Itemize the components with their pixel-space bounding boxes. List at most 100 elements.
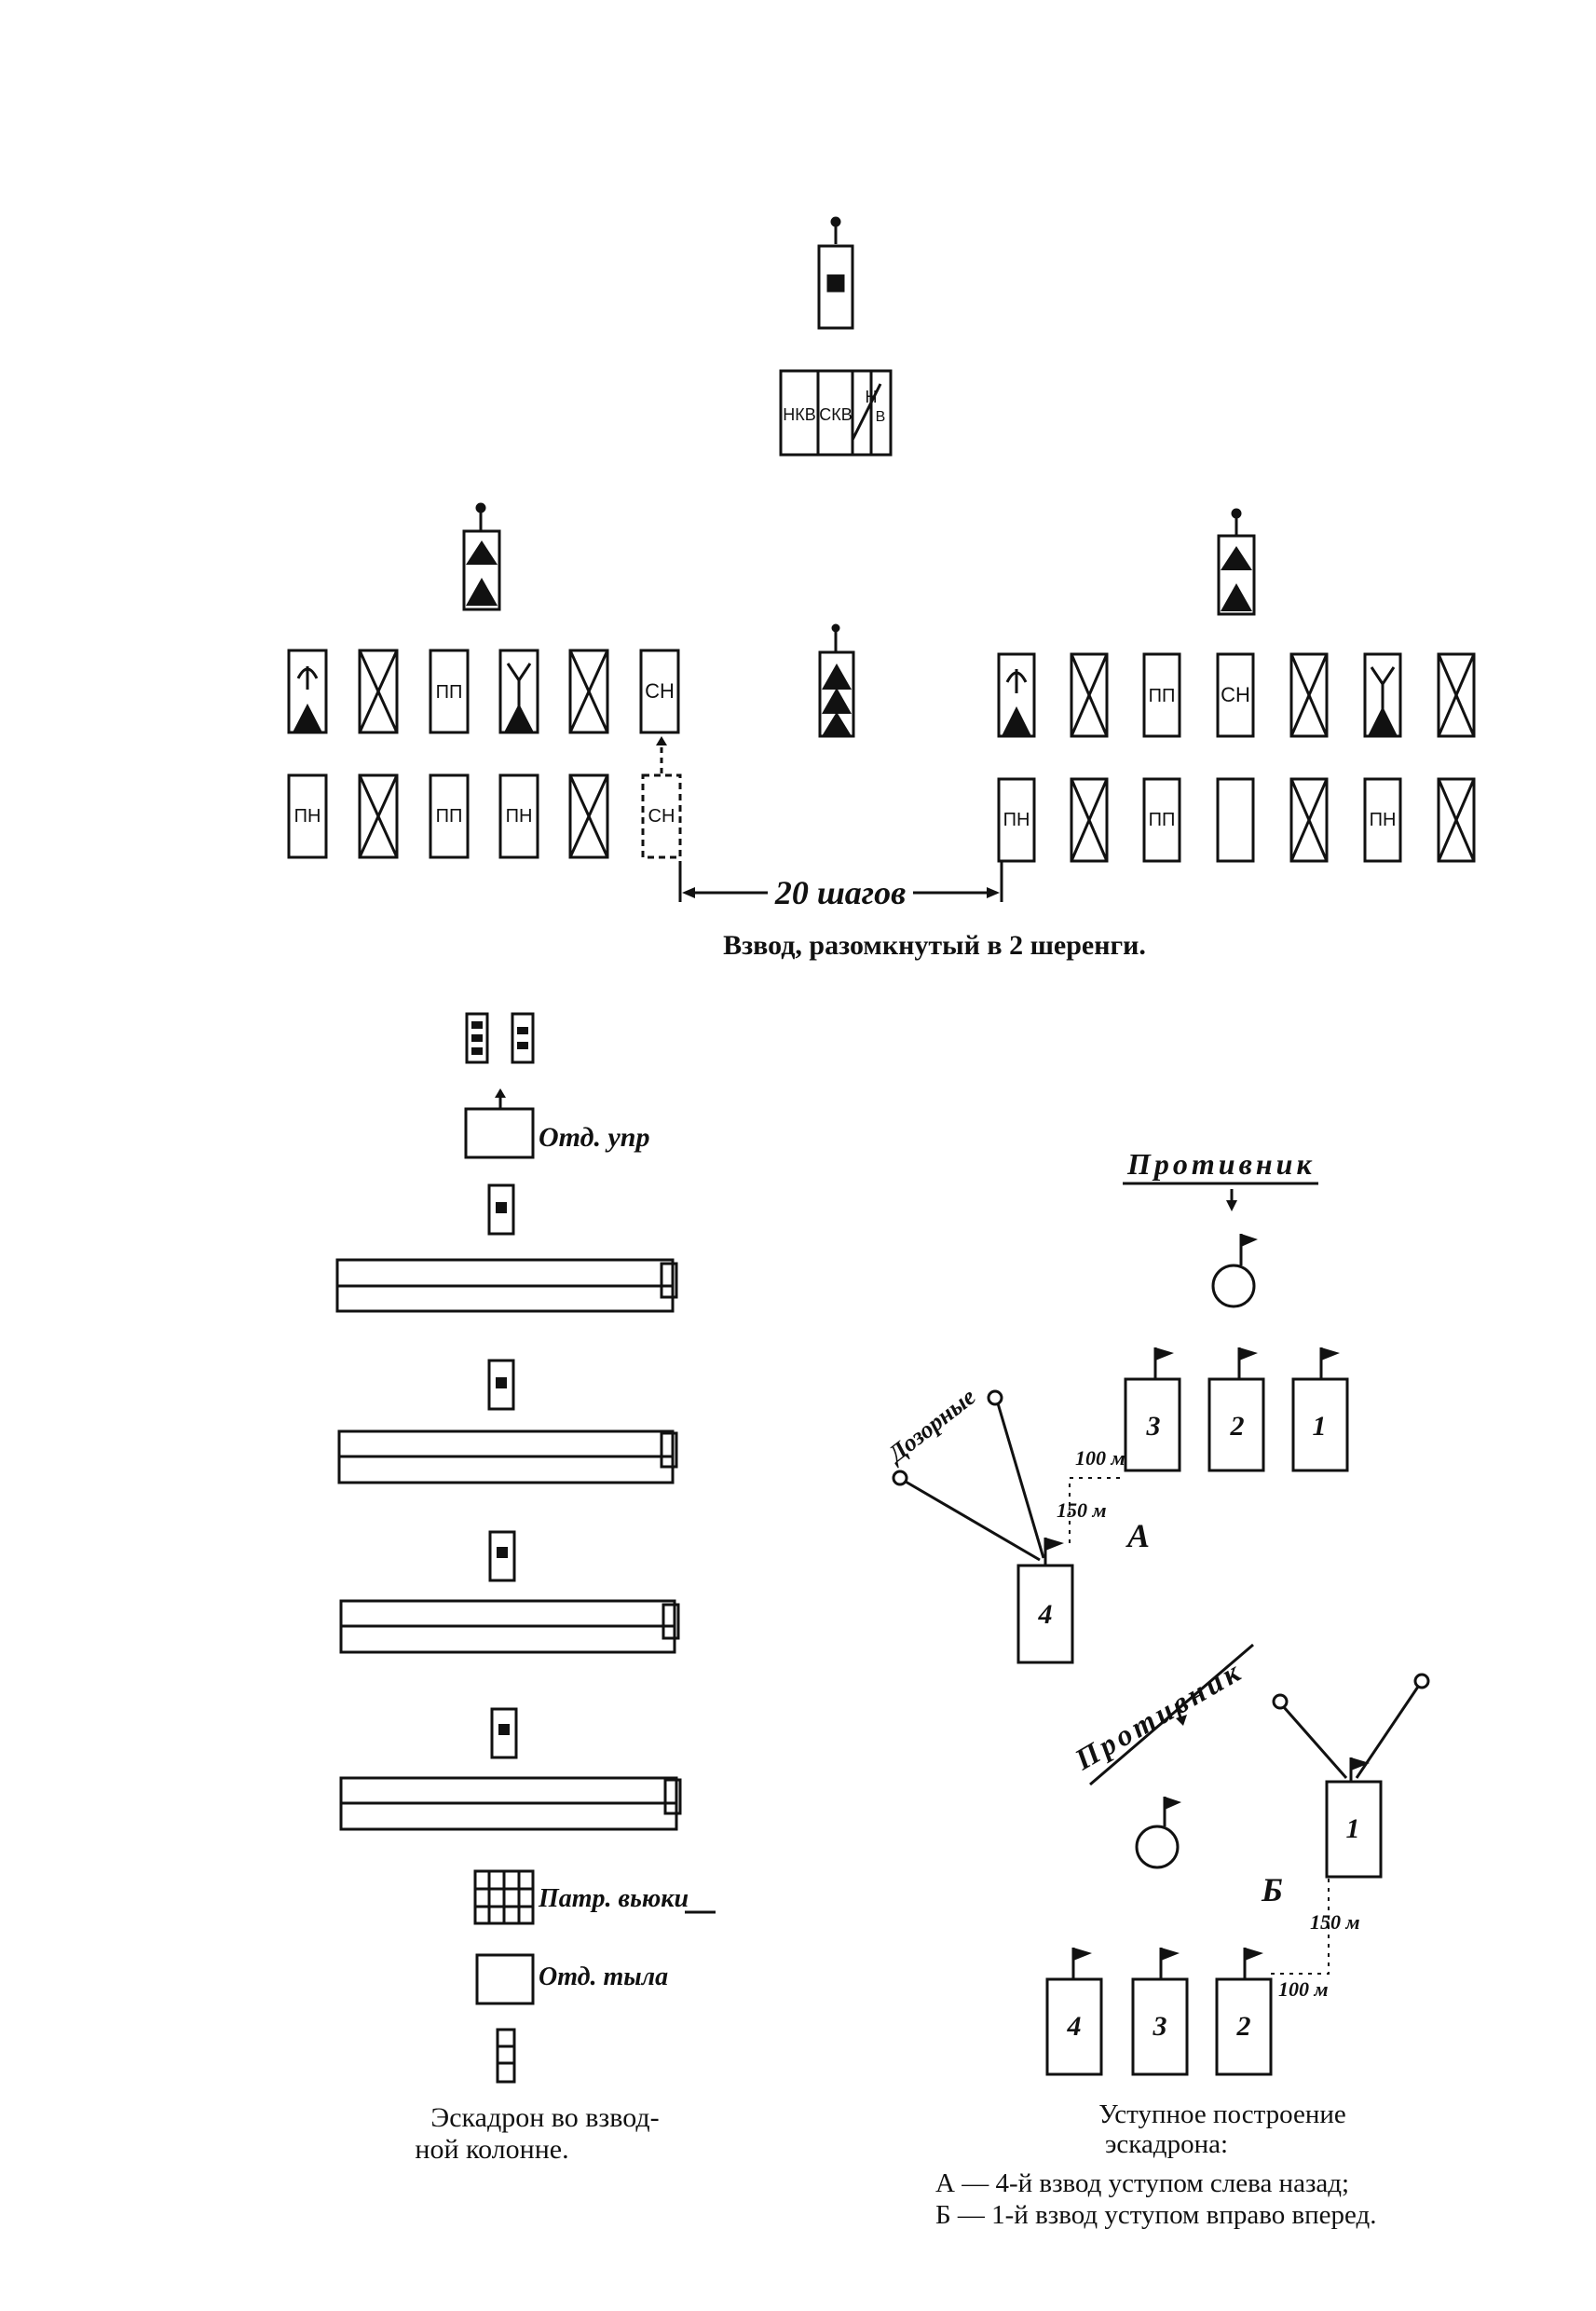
rider-crossed-icon [1289, 652, 1329, 738]
rider-crossed-icon [568, 649, 609, 734]
svg-text:4: 4 [1038, 1599, 1053, 1630]
commander-marker [1211, 1264, 1256, 1308]
svg-text:ПП: ПП [436, 682, 463, 703]
platoon-column-4 [339, 1707, 682, 1831]
svg-text:4: 4 [1067, 2011, 1082, 2042]
svg-text:ПП: ПП [1149, 686, 1176, 706]
bottom-caption-1: Уступное построение [1098, 2099, 1346, 2129]
column-diagram: Отд. упр [335, 1012, 716, 2084]
enemy-label-a: Противник [1126, 1147, 1316, 1181]
rider-crossed-icon [358, 773, 399, 859]
echelon-a: Противник 3 2 [881, 1147, 1349, 1664]
dist-100-a: 100 м [1075, 1446, 1125, 1470]
letter-a: А [1125, 1517, 1150, 1554]
rider-crossed-icon [358, 649, 399, 734]
rider-y-icon [1363, 652, 1402, 738]
platoon-2-box: 2 [1207, 1347, 1265, 1472]
svg-text:ПН: ПН [506, 806, 533, 827]
distance-label: 20 шагов [774, 874, 906, 911]
control-section-box [464, 1107, 535, 1159]
scouts-label: Дозорные [881, 1383, 980, 1469]
platoon-4-box: 4 [1016, 1538, 1074, 1664]
rider-pn-icon: ПН [498, 773, 539, 859]
rider-sn-dashed-icon: СН [641, 736, 682, 859]
bottom-caption-4: Б — 1-й взвод уступом вправо вперед. [935, 2200, 1377, 2230]
top-caption: Взвод, разомкнутый в 2 шеренги. [723, 930, 1146, 961]
rider-crossed-icon [1437, 652, 1476, 738]
platoon-column-2 [337, 1359, 678, 1484]
svg-text:СН: СН [645, 679, 675, 703]
column-caption-2: ной колонне. [415, 2134, 568, 2165]
rider-crossed-icon [1289, 777, 1329, 863]
rear-section-box [475, 1953, 535, 2005]
bottom-caption-3: А — 4-й взвод уступом слева назад; [935, 2168, 1349, 2198]
svg-text:3: 3 [1146, 1411, 1161, 1442]
packs-grid-icon [473, 1869, 535, 1925]
rider-y-icon [498, 649, 539, 734]
hq-label-n: Н [866, 388, 878, 406]
column-caption-1: Эскадрон во взвод- [430, 2102, 659, 2133]
platoon-leader-left-icon [462, 502, 501, 611]
platoon-1-box: 1 [1325, 1757, 1383, 1879]
scout-marker [892, 1470, 908, 1486]
control-section-label: Отд. упр [539, 1122, 650, 1153]
svg-text:СН: СН [1221, 683, 1250, 706]
platoon-column-3 [339, 1530, 680, 1654]
dist-150-a: 150 м [1057, 1498, 1107, 1522]
squadron-commander-icon [817, 216, 854, 330]
hq-label-nkv: НКВ [783, 405, 816, 424]
rider-pp-icon: ПП [1142, 652, 1181, 738]
first-rank-left: ПП СН [287, 649, 680, 734]
packs-label: Патр. вьюки [538, 1884, 689, 1913]
rider-pp-icon: ПП [429, 773, 470, 859]
svg-text:ПН: ПН [1003, 810, 1030, 830]
rider-sn-icon: СН [639, 649, 680, 734]
scout-marker [987, 1389, 1003, 1406]
platoon-3-box: 3 [1124, 1347, 1181, 1472]
platoon-leader-right-icon [1217, 508, 1256, 616]
svg-text:3: 3 [1153, 2011, 1167, 2042]
hq-label-skv: СКВ [819, 405, 853, 424]
svg-text:1: 1 [1313, 1411, 1327, 1442]
dist-150-b: 150 м [1310, 1910, 1360, 1934]
dist-100-b: 100 м [1278, 1977, 1329, 2001]
rider-pp-icon: ПП [429, 649, 470, 734]
echelon-b: Противник 1 [1045, 1643, 1430, 2076]
platoon-4-box: 4 [1045, 1948, 1103, 2076]
rider-standard-icon [287, 649, 328, 734]
rider-crossed-icon [1437, 777, 1476, 863]
small-rider-icon [511, 1012, 535, 1064]
hq-group: НКВ СКВ Н В [779, 369, 893, 457]
hq-label-v: В [876, 409, 886, 425]
bottom-caption-2: эскадрона: [1105, 2129, 1228, 2159]
svg-text:ПН: ПН [294, 806, 321, 827]
svg-text:2: 2 [1230, 1411, 1245, 1442]
second-rank-left: ПН ПП ПН СН [287, 736, 682, 859]
svg-text:1: 1 [1346, 1813, 1360, 1844]
letter-b: Б [1261, 1871, 1283, 1908]
rider-crossed-icon [1070, 652, 1109, 738]
scout-marker [1413, 1673, 1430, 1689]
rider-empty-icon [1216, 777, 1255, 863]
rider-pn-icon: ПН [1363, 777, 1402, 863]
svg-text:ПП: ПП [436, 806, 463, 827]
rider-standard-icon [997, 652, 1036, 738]
svg-text:2: 2 [1236, 2011, 1251, 2042]
second-rank-right: ПН ПП ПН [997, 777, 1476, 863]
small-rider-icon [465, 1012, 489, 1064]
platoon-3-box: 3 [1131, 1948, 1189, 2076]
platoon-1-box: 1 [1291, 1347, 1349, 1472]
rider-pn-icon: ПН [287, 773, 328, 859]
svg-text:ПН: ПН [1370, 810, 1397, 830]
scout-marker [1272, 1693, 1289, 1710]
first-rank-right: ПП СН [997, 652, 1476, 738]
svg-text:СН: СН [648, 806, 675, 827]
rider-crossed-icon [568, 773, 609, 859]
rider-pp-icon: ПП [1142, 777, 1181, 863]
commander-marker [1135, 1825, 1180, 1869]
platoon-2-box: 2 [1215, 1948, 1273, 2076]
distance-dimension: 20 шагов [678, 861, 1003, 911]
rear-guard-icon [496, 2028, 516, 2084]
rider-crossed-icon [1070, 777, 1109, 863]
